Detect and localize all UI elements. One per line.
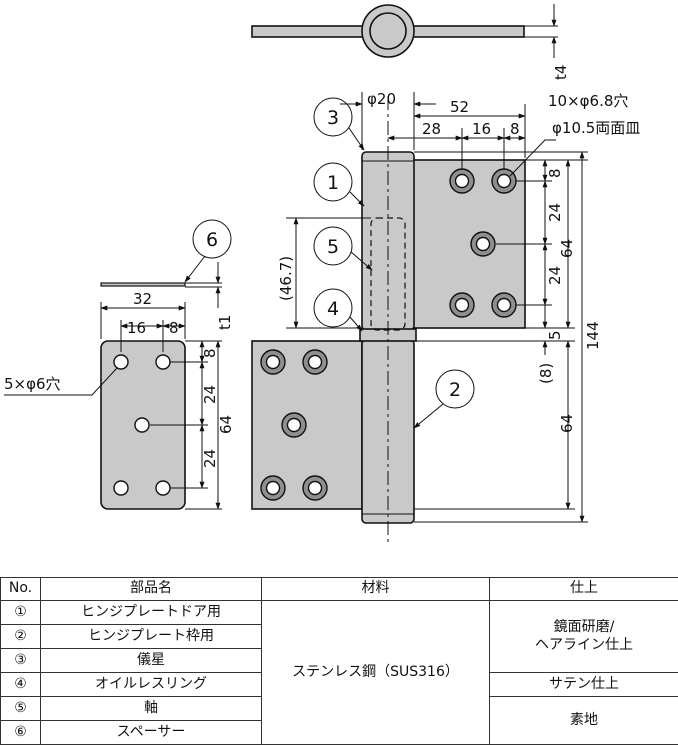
balloon-5: 5	[327, 236, 339, 258]
row-name: スペーサー	[41, 721, 262, 745]
finish-mirror: 鏡面研磨/	[554, 619, 615, 635]
header-no: No.	[1, 578, 41, 601]
dim-16: 16	[472, 120, 491, 138]
dim-spacer-8: 8	[169, 319, 179, 337]
dim-plate-width: 52	[450, 98, 469, 116]
row-name: ヒンジプレートドア用	[41, 601, 262, 625]
dim-r-24b: 24	[546, 266, 564, 285]
dim-r-5: 5	[546, 330, 564, 340]
dim-r-24a: 24	[546, 203, 564, 222]
dim-r-144: 144	[584, 321, 602, 350]
dim-hidden-length: (46.7)	[277, 256, 295, 301]
row-name: 軸	[41, 697, 262, 721]
row-no: ⑥	[1, 721, 41, 745]
header-finish: 仕上	[490, 578, 678, 601]
balloon-6: 6	[206, 229, 218, 251]
dim-spacer-v8: 8	[201, 348, 219, 358]
hinge-front-view: φ20 52 28 16 8 10×φ6.8穴 φ10.5両面皿 8 24 24…	[252, 90, 640, 546]
balloon-1: 1	[327, 172, 339, 194]
row-no: ②	[1, 625, 41, 649]
note-countersink: φ10.5両面皿	[552, 119, 640, 137]
dim-spacer-v24a: 24	[201, 385, 219, 404]
dim-spacer-v64: 64	[217, 415, 235, 434]
thickness-t1: t1	[216, 315, 234, 330]
row-no: ③	[1, 649, 41, 673]
dim-spacer-16: 16	[127, 319, 146, 337]
thickness-t4: t4	[552, 65, 570, 80]
dim-spacer-32: 32	[133, 290, 152, 308]
row-name: ヒンジプレート枠用	[41, 625, 262, 649]
table-header: No. 部品名 材料 仕上	[1, 578, 678, 601]
dim-8: 8	[510, 120, 520, 138]
row-no: ④	[1, 673, 41, 697]
material-cell: ステンレス鋼（SUS316）	[262, 601, 490, 745]
hinge-drawing: t4	[0, 0, 678, 575]
finish-satin: サテン仕上	[490, 673, 678, 697]
row-no: ⑤	[1, 697, 41, 721]
note-spacer-holes: 5×φ6穴	[4, 375, 61, 393]
spacer-view: 6 t1 32 16 8 8 24 24 64	[4, 220, 235, 509]
top-view: t4	[252, 4, 570, 80]
dim-r-8: 8	[546, 168, 564, 178]
finish-mirror-cell: 鏡面研磨/ ヘアライン仕上	[490, 601, 678, 673]
header-material: 材料	[262, 578, 490, 601]
dim-spacer-v24b: 24	[201, 449, 219, 468]
header-name: 部品名	[41, 578, 262, 601]
row-name: オイルレスリング	[41, 673, 262, 697]
dim-28: 28	[422, 120, 441, 138]
dim-r-64b: 64	[558, 414, 576, 433]
balloon-4: 4	[327, 298, 339, 320]
finish-hairline: ヘアライン仕上	[535, 637, 633, 653]
dim-r-8-ref: (8)	[537, 363, 555, 384]
dim-shaft-dia: φ20	[367, 90, 396, 108]
finish-plain: 素地	[490, 697, 678, 745]
row-no: ①	[1, 601, 41, 625]
row-name: 儀星	[41, 649, 262, 673]
balloon-3: 3	[327, 107, 339, 129]
note-hinge-holes: 10×φ6.8穴	[548, 92, 628, 110]
table-row: ① ヒンジプレートドア用 ステンレス鋼（SUS316） 鏡面研磨/ ヘアライン仕…	[1, 601, 678, 625]
dim-r-64a: 64	[558, 239, 576, 258]
parts-table: No. 部品名 材料 仕上 ① ヒンジプレートドア用 ステンレス鋼（SUS316…	[0, 577, 678, 745]
balloon-2: 2	[449, 379, 461, 401]
